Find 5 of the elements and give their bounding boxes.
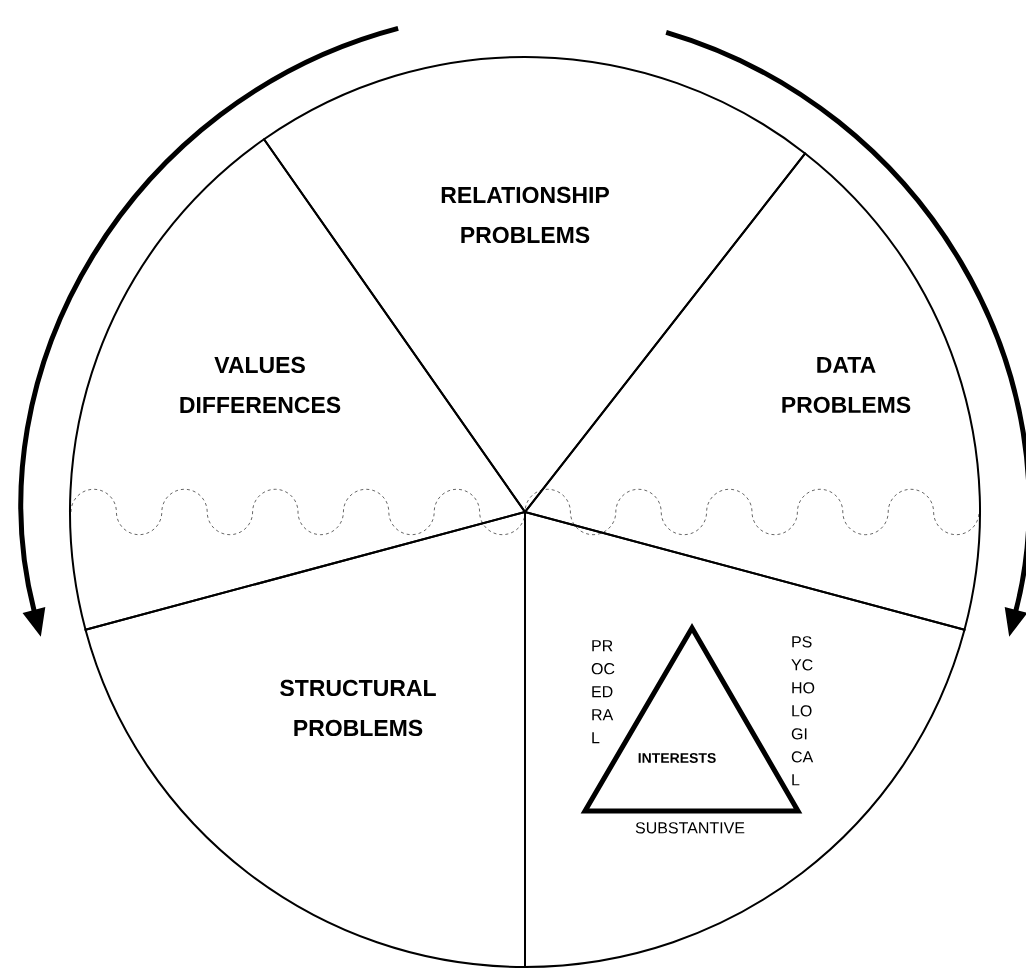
side-label: PR OC ED RA L	[591, 640, 615, 744]
sector: STRUCTURAL PROBLEMS	[84, 511, 526, 968]
side-label: PS YC HO LO GI CA L	[791, 636, 815, 786]
side-label: SUBSTANTIVE	[635, 822, 745, 834]
sector	[524, 511, 966, 968]
